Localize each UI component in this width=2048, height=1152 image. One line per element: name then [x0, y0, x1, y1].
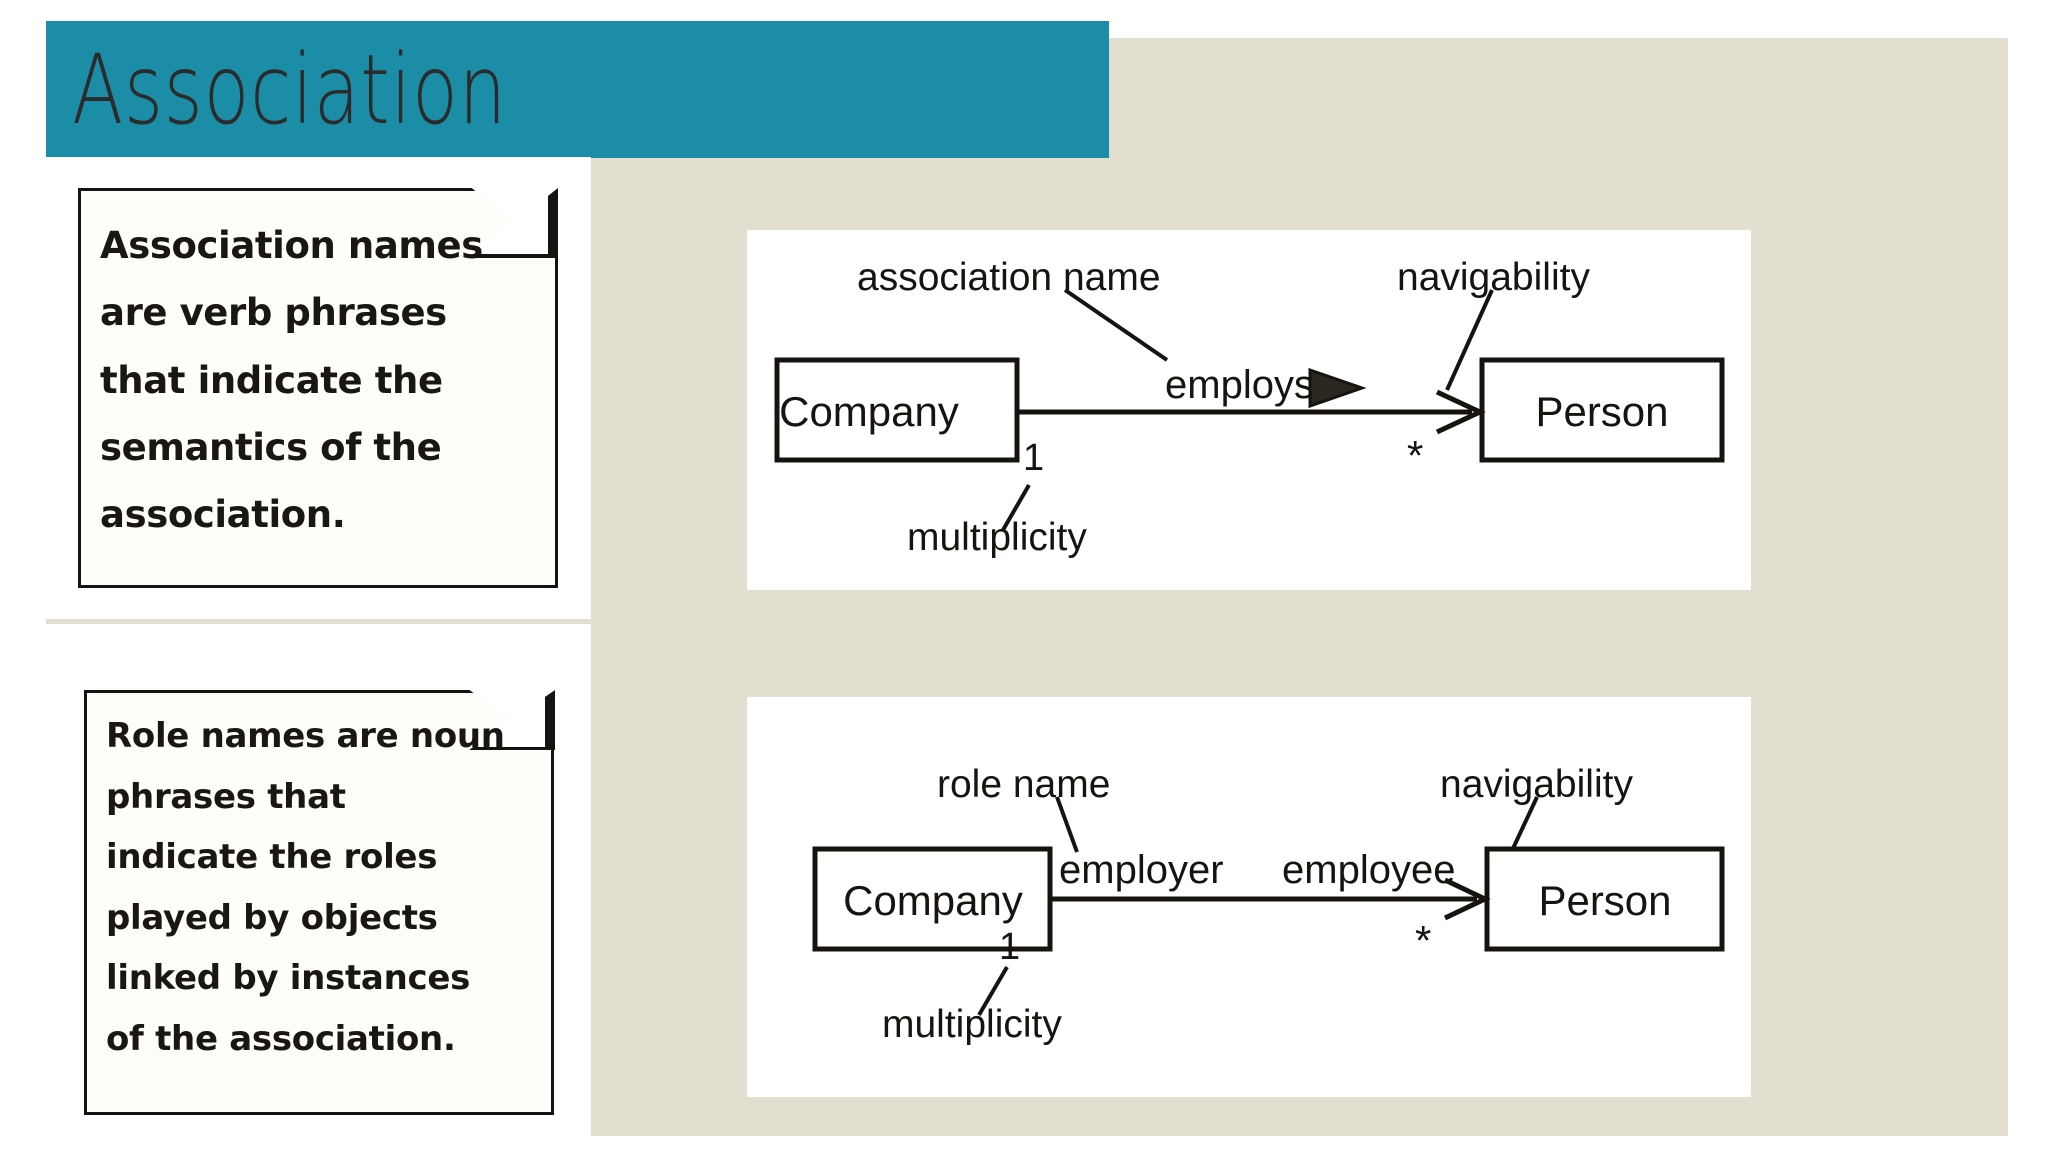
page-title: Association: [72, 33, 507, 146]
annotation-role-name: role name: [937, 763, 1110, 806]
multiplicity-leader-line: [1001, 483, 1031, 532]
note-shape-role-names: [84, 690, 554, 1115]
navigability-arrowhead-icon: [1435, 389, 1486, 435]
annotation-multiplicity: multiplicity: [882, 1003, 1062, 1046]
association-direction-triangle-icon: [1308, 367, 1367, 409]
diagram-association-name: association name navigability Company Pe…: [747, 230, 1751, 590]
folded-corner-fill: [469, 694, 545, 747]
diagram-role-name: role name navigability Company Person em…: [747, 697, 1751, 1097]
class-label-company: Company: [843, 877, 1023, 924]
association-name-leader-line: [1063, 288, 1169, 362]
class-label-person: Person: [1538, 877, 1671, 924]
role-label-employee: employee: [1282, 848, 1455, 892]
page-margin-right: [2008, 0, 2048, 1152]
folded-corner-fill: [470, 192, 548, 254]
multiplicity-target-star: *: [1415, 917, 1431, 964]
note-text-role-names: Role names are noun phrases that indicat…: [106, 716, 505, 1059]
page-margin-top: [0, 0, 2048, 21]
annotation-multiplicity: multiplicity: [907, 516, 1087, 559]
annotation-navigability: navigability: [1440, 763, 1633, 806]
multiplicity-leader-line: [977, 965, 1009, 1017]
class-label-person: Person: [1535, 388, 1668, 435]
annotation-navigability: navigability: [1397, 256, 1590, 299]
class-label-company: Company: [779, 388, 959, 435]
association-label-employs: employs: [1165, 363, 1314, 407]
role-name-diagram-svg: role name navigability Company Person em…: [812, 763, 1725, 1046]
multiplicity-target-star: *: [1407, 432, 1423, 479]
class-box-company: [812, 846, 1053, 952]
annotation-association-name: association name: [857, 256, 1161, 299]
association-name-diagram-svg: association name navigability Company Pe…: [774, 256, 1725, 559]
multiplicity-source-one: 1: [999, 926, 1020, 968]
class-box-company: [774, 357, 1020, 463]
role-name-leader-line: [1055, 796, 1079, 853]
class-box-person: [1479, 357, 1725, 463]
multiplicity-source-one: 1: [1023, 437, 1044, 479]
navigability-leader-line: [1445, 289, 1494, 391]
role-label-employer: employer: [1059, 848, 1224, 892]
page-margin-bottom: [0, 1136, 2048, 1152]
navigability-arrowhead-icon: [1443, 877, 1491, 921]
title-banner: Association: [46, 21, 1109, 158]
page-margin-left: [0, 0, 46, 1152]
note-text-association-names: Association names are verb phrases that …: [100, 224, 483, 537]
class-box-person: [1484, 846, 1725, 952]
